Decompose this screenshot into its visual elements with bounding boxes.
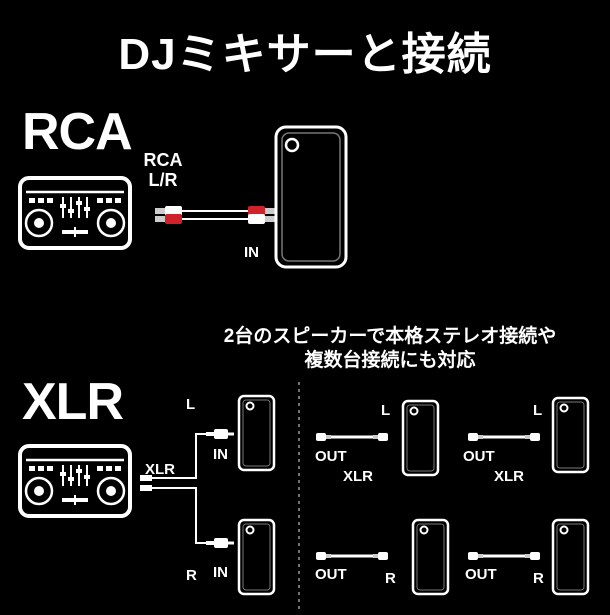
xlr-caption: 2台のスピーカーで本格ステレオ接続や 複数台接続にも対応 <box>180 325 600 373</box>
chain-output-label: OUT <box>315 566 347 583</box>
rca-mixer-icon <box>18 176 132 250</box>
xlr-mixer-icon <box>18 444 132 518</box>
xlr-cable-icon <box>314 550 390 562</box>
speaker-icon <box>237 518 276 596</box>
speaker-icon <box>551 518 590 596</box>
rca-heading: RCA <box>22 103 133 161</box>
xlr-caption-line2: 複数台接続にも対応 <box>304 350 476 371</box>
right-input-label: IN <box>213 564 228 581</box>
xlr-split-cable <box>140 433 206 544</box>
chain-output-label: OUT <box>465 566 497 583</box>
left-input-label: IN <box>213 446 228 463</box>
rca-cable-label-line2: L/R <box>148 170 178 190</box>
chain-output-label: OUT <box>315 448 347 465</box>
xlr-heading: XLR <box>22 373 124 431</box>
chain-left-channel-label: L <box>381 402 391 419</box>
rca-plug-icon <box>155 208 165 214</box>
rca-speaker-input-label: IN <box>244 244 259 261</box>
chain-cable-label: XLR <box>494 468 524 485</box>
chain-cable-label: XLR <box>343 468 373 485</box>
speaker-icon <box>411 518 450 596</box>
mixer-xlr-out-label: XLR <box>145 461 175 478</box>
chain-left-channel-label: L <box>533 402 543 419</box>
chain-right-channel-label: R <box>533 570 544 587</box>
xlr-plug-icon <box>204 536 236 550</box>
rca-cable-label-line1: RCA <box>143 150 183 170</box>
speaker-icon <box>401 399 440 477</box>
rca-cable <box>155 206 275 224</box>
right-channel-label: R <box>186 567 197 584</box>
xlr-cable-icon <box>466 431 542 443</box>
page-title: DJミキサーと接続 <box>118 30 492 79</box>
xlr-cable-icon <box>314 431 390 443</box>
xlr-caption-line1: 2台のスピーカーで本格ステレオ接続や <box>223 326 557 347</box>
xlr-plug-icon <box>204 427 236 441</box>
chain-output-label: OUT <box>463 448 495 465</box>
speaker-icon <box>551 396 590 474</box>
left-channel-label: L <box>186 396 196 413</box>
speaker-icon <box>237 394 276 472</box>
rca-cable-label: RCA L/R <box>142 150 184 190</box>
chain-right-channel-label: R <box>385 570 396 587</box>
rca-speaker-icon <box>274 125 348 269</box>
xlr-cable-icon <box>466 550 542 562</box>
